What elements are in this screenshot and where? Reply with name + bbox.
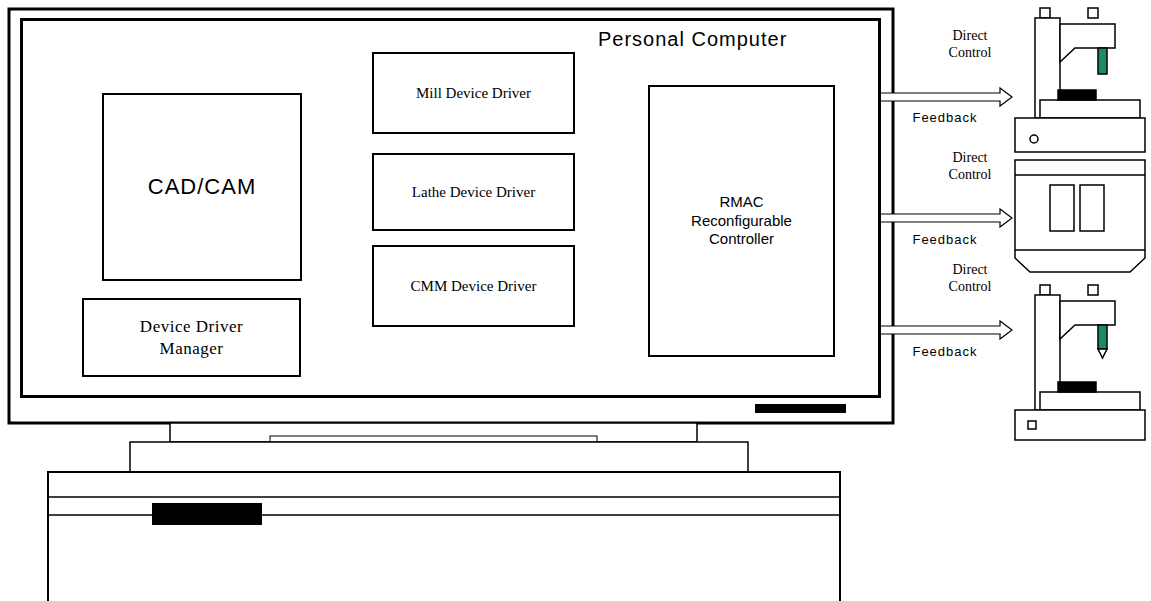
mill-machine <box>1015 285 1145 440</box>
box-label: Lathe Device Driver <box>412 183 535 202</box>
computer-screen: Personal ComputerCAD/CAM Mill Device Driv… <box>20 18 881 398</box>
driver-box: Mill Device Driver <box>372 52 575 134</box>
mill-machine <box>1015 8 1145 152</box>
monitor-neck-detail <box>270 436 597 442</box>
case-line <box>48 496 840 498</box>
box-label: CAD/CAM <box>148 173 256 201</box>
box-label: RMAC Reconfigurable Controller <box>682 193 802 249</box>
signal-label: Direct Control <box>930 262 1010 296</box>
computer-case <box>48 472 840 601</box>
driver-box: Lathe Device Driver <box>372 153 575 231</box>
monitor-neck <box>170 423 697 442</box>
signal-label: Direct Control <box>930 150 1010 184</box>
controller-box: RMAC Reconfigurable Controller <box>648 85 835 357</box>
box-label: Mill Device Driver <box>416 84 531 103</box>
signal-label: Feedback <box>905 232 985 248</box>
lathe-machine <box>1015 160 1145 272</box>
signal-label: Feedback <box>905 110 985 126</box>
driver-box: CMM Device Driver <box>372 245 575 327</box>
monitor-frame <box>9 9 893 423</box>
monitor-base <box>130 442 748 472</box>
box-label: CMM Device Driver <box>411 277 537 296</box>
manager-box: Device Driver Manager <box>82 298 301 377</box>
monitor-badge <box>755 404 846 413</box>
signal-label: Direct Control <box>930 28 1010 62</box>
software-box: CAD/CAM <box>102 93 302 281</box>
signal-label: Feedback <box>905 344 985 360</box>
screen-heading: Personal Computer <box>598 27 787 52</box>
drive-slot <box>152 503 262 525</box>
box-label: Device Driver Manager <box>117 316 267 359</box>
